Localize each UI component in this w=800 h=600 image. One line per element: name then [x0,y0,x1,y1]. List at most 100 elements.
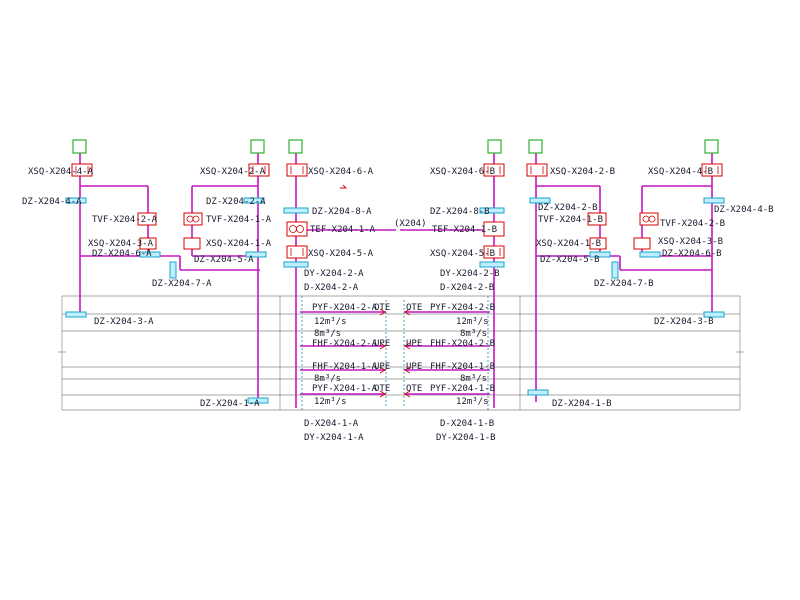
silencer-icon [183,237,201,250]
label-xsq-6b: XSQ-X204-6-B [430,167,495,177]
silencer-icon [71,163,93,177]
label-dy-2b: DY-X204-2-B [440,269,500,279]
fan-icon [286,221,308,237]
label-speed-12a2: 12m³/s [314,397,347,407]
damper-icon [169,261,177,279]
label-xsq-5b: XSQ-X204-5-B [430,249,495,259]
damper-icon [639,251,661,258]
label-dz-4a: DZ-X204-4-A [22,197,82,207]
label-xsq-4b: XSQ-X204-4-B [648,167,713,177]
damper-icon [247,397,269,404]
label-xsq-6a: XSQ-X204-6-A [308,167,374,177]
label-xsq-2a: XSQ-X204-2-A [200,167,266,177]
damper-icon [479,207,505,214]
label-tvf-2b: TVF-X204-2-B [660,219,725,229]
label-tvf-2a: TVF-X204-2-A [92,215,158,225]
silencer-icon [589,237,607,250]
label-dz-2b: DZ-X204-2-B [538,203,598,213]
label-tvf-1a: TVF-X204-1-A [206,215,272,225]
label-speed-8a2: 8m³/s [314,374,341,384]
label-dz-8a: DZ-X204-8-A [312,207,372,217]
label-dz-2a: DZ-X204-2-A [206,197,266,207]
label-dz-6b: DZ-X204-6-B [662,249,722,259]
label-pyf-1b: PYF-X204-1-B [430,384,495,394]
label-xsq-1b: XSQ-X204-1-B [536,239,601,249]
label-dy-1a: DY-X204-1-A [304,433,364,443]
label-dz-1b: DZ-X204-1-B [552,399,612,409]
label-xsq-3b: XSQ-X204-3-B [658,237,723,247]
label-speed-12a: 12m³/s [314,317,347,327]
label-dy-2a: DY-X204-2-A [304,269,364,279]
damper-icon [529,197,551,204]
label-upe-b1: UPE [406,339,422,349]
label-upe-a1: UPE [374,339,390,349]
silencer-bars [75,166,719,256]
label-fhf-1b: FHF-X204-1-B [430,362,495,372]
label-fhf-2a: FHF-X204-2-A [312,339,378,349]
level-lines [58,295,744,411]
label-xsq-4a: XSQ-X204-4-A [28,167,94,177]
silencer-icon [286,163,308,177]
label-ote-b2: OTE [406,384,422,394]
damper-icon [245,251,267,258]
label-pyf-2a: PYF-X204-2-A [312,303,378,313]
label-tef-1a: TEF-X204-1-A [310,225,376,235]
fan-glyphs [186,215,656,233]
damper-icon [611,261,619,279]
label-dz-8b: DZ-X204-8-B [430,207,490,217]
label-speed-12b: 12m³/s [456,317,489,327]
label-x204: (X204) [394,219,427,229]
label-dz-1a: DZ-X204-1-A [200,399,260,409]
damper-icon [243,197,265,204]
fan-icon [483,221,505,237]
damper-icon [703,311,725,318]
damper-icon [139,251,161,258]
green-terminal-box-icon [72,139,87,154]
damper-icon [703,197,725,204]
silencer-icon [286,245,308,259]
label-speed-12b2: 12m³/s [456,397,489,407]
label-d-1a: D-X204-1-A [304,419,359,429]
label-speed-8b: 8m³/s [460,329,487,339]
label-dz-5b: DZ-X204-5-B [540,255,600,265]
label-upe-a2: UPE [374,362,390,372]
label-dz-5a: DZ-X204-5-A [194,255,254,265]
shaft-dashes [301,296,489,410]
label-dz-7a: DZ-X204-7-A [152,279,212,289]
damper-icon [527,389,549,396]
label-speed-8a: 8m³/s [314,329,341,339]
damper-icon [283,207,309,214]
silencer-icon [248,163,270,177]
label-d-2b: D-X204-2-B [440,283,494,293]
green-terminal-box-icon [704,139,719,154]
silencer-icon [526,163,548,177]
label-d-2a: D-X204-2-A [304,283,359,293]
label-xsq-3a: XSQ-X204-3-A [88,239,154,249]
green-terminal-box-icon [250,139,265,154]
dampers [65,197,725,404]
label-pyf-2b: PYF-X204-2-B [430,303,495,313]
silencer-icon [483,245,505,259]
label-fhf-1a: FHF-X204-1-A [312,362,378,372]
silencer-icon [139,237,157,250]
fan-icon [137,212,157,226]
damper-icon [479,261,505,268]
label-xsq-2b: XSQ-X204-2-B [550,167,615,177]
silencer-icon [701,163,723,177]
damper-icon [65,197,87,204]
label-pyf-1a: PYF-X204-1-A [312,384,378,394]
silencer-icon [633,237,651,250]
label-d-1b: D-X204-1-B [440,419,494,429]
red-arrows [340,184,411,398]
damper-icon [283,261,309,268]
green-terminal-box-icon [528,139,543,154]
label-fhf-2b: FHF-X204-2-B [430,339,495,349]
label-dz-3b: DZ-X204-3-B [654,317,714,327]
label-ote-a2: OTE [374,384,390,394]
green-terminal-box-icon [487,139,502,154]
fan-icon [587,212,607,226]
label-xsq-1a: XSQ-X204-1-A [206,239,272,249]
label-dz-7b: DZ-X204-7-B [594,279,654,289]
label-xsq-5a: XSQ-X204-5-A [308,249,374,259]
